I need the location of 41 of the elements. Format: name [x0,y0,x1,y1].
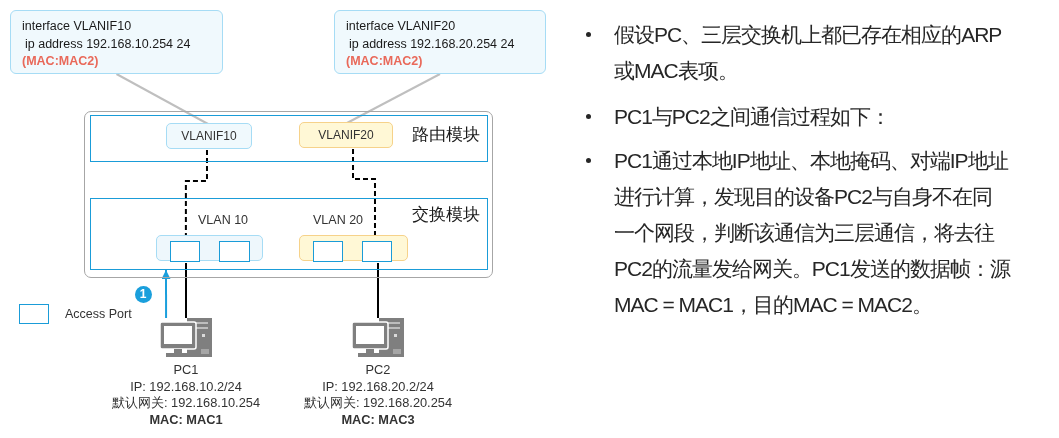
mac-label: (MAC:MAC2) [22,53,99,70]
connector-line [346,73,441,124]
port-box [362,241,392,262]
ip-label: IP: 192.168.20.2/24 [322,378,434,396]
legend-label: Access Port [65,306,132,322]
module-label: 交换模块 [411,203,480,226]
mac-label: (MAC:MAC2) [346,53,423,70]
note-text: 假设PC、三层交换机上都已存在相应的ARP或MAC表项。 [614,22,1003,84]
module-band [89,197,488,270]
arrow [161,269,171,319]
connector-line [377,262,379,319]
config-line: ip address 192.168.10.254 24 [24,35,191,53]
mac-label: MAC: MAC3 [341,412,415,429]
config-line: ip address 192.168.20.254 24 [348,35,515,53]
module-band [89,114,488,162]
note-text: PC1通过本地IP地址、本地掩码、对端IP地址进行计算，发现目的设备PC2与自身不在同一个网段，判断该通信为三层通信，将去往PC2的流量发给网关。PC1发送的数据帧：源MAC = MAC1，目的MAC = MAC2。 [614,148,1011,318]
vlan-label: VLAN 20 [313,212,364,228]
port-box [170,241,200,262]
gateway-label: 默认网关: 192.168.10.254 [111,395,261,413]
callout-box [10,10,223,74]
port-box [313,241,343,262]
interface-box: VLANIF10 [166,123,252,149]
config-line: interface VLANIF20 [346,18,456,35]
vlan-label: VLAN 10 [198,212,249,228]
device-box [84,111,493,278]
note-text: PC1与PC2之间通信过程如下： [614,104,891,130]
step-number: 1 [134,285,152,303]
connector-line [115,73,209,125]
module-label: 路由模块 [411,123,480,146]
callout-box [334,10,546,74]
mac-label: MAC: MAC1 [149,412,223,429]
config-line: interface VLANIF10 [22,18,132,35]
gateway-label: 默认网关: 192.168.20.254 [303,395,453,413]
connector-line [185,262,187,319]
device-name: PC2 [365,362,391,379]
interface-box: VLANIF20 [299,122,393,148]
dashed-link [352,148,376,237]
ip-label: IP: 192.168.10.2/24 [130,378,242,396]
device-name: PC1 [173,362,199,379]
port-box [219,241,250,262]
dashed-link [184,149,208,237]
